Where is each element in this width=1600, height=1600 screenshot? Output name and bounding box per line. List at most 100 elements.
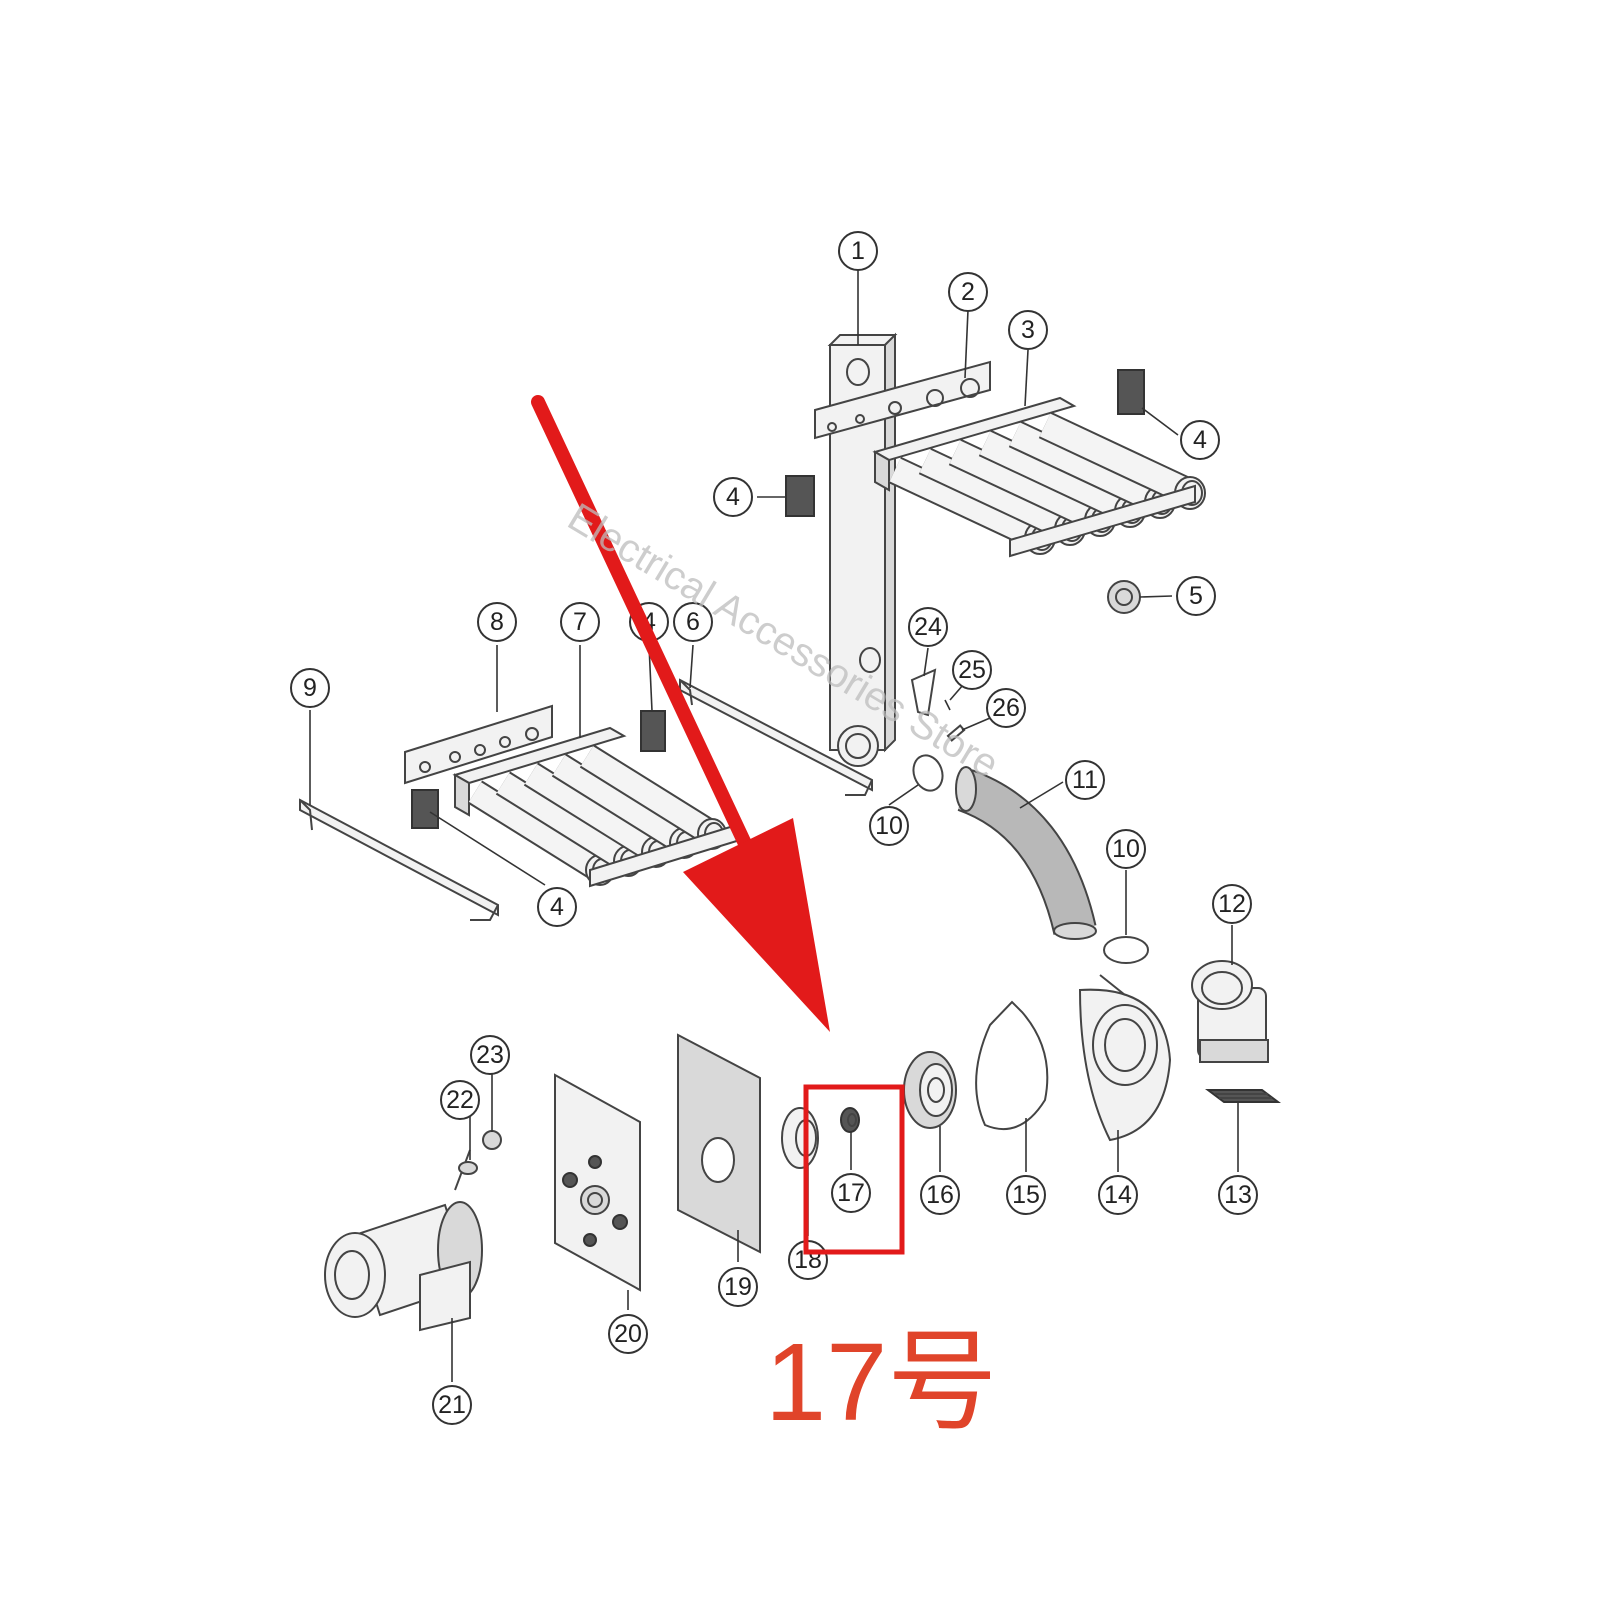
part-22-fitting [458, 1161, 478, 1175]
callout-4-upper-right: 4 [1180, 420, 1220, 460]
part-9-long-bracket [299, 798, 499, 921]
callout-26: 26 [986, 688, 1026, 728]
callout-19: 19 [718, 1267, 758, 1307]
svg-text:24: 24 [914, 613, 942, 641]
svg-text:6: 6 [686, 608, 700, 636]
burner-tube-fill [1039, 413, 1196, 505]
burner-tube-fill [468, 782, 607, 880]
svg-text:4: 4 [1193, 426, 1207, 454]
part-23-fitting [482, 1130, 502, 1150]
callout-1: 1 [838, 231, 878, 271]
burner-tube-fill [580, 746, 719, 844]
svg-text:10: 10 [875, 812, 903, 840]
callout-17: 17 [831, 1173, 871, 1213]
part-21-motor [324, 1149, 483, 1332]
svg-text:4: 4 [550, 893, 564, 921]
part-number-label: 17号 [765, 1321, 997, 1444]
callout-14: 14 [1098, 1175, 1138, 1215]
burner-tube-fill [949, 440, 1106, 532]
part-4-block-upper-left [785, 475, 815, 517]
svg-text:2: 2 [961, 278, 975, 306]
svg-text:3: 3 [1021, 316, 1035, 344]
callout-11: 11 [1065, 760, 1105, 800]
part-26-pin [946, 724, 966, 742]
svg-text:17: 17 [837, 1179, 865, 1207]
svg-text:11: 11 [1072, 766, 1098, 794]
svg-text:16: 16 [926, 1181, 954, 1209]
callout-8: 8 [477, 602, 517, 642]
burner-tube-fill [979, 431, 1136, 523]
burner-tube-fill [889, 458, 1046, 550]
part-10-ring-lower [1103, 936, 1149, 964]
part-4-block-lower [411, 789, 439, 829]
callout-16: 16 [920, 1175, 960, 1215]
part-18-flange [781, 1107, 819, 1169]
burner-tube-fill [496, 773, 635, 871]
svg-text:23: 23 [476, 1041, 504, 1069]
part-2-upper-bracket-bar [814, 360, 991, 440]
burner-tube-fill [524, 764, 663, 862]
svg-text:15: 15 [1012, 1181, 1040, 1209]
svg-text:8: 8 [490, 608, 504, 636]
svg-text:12: 12 [1218, 890, 1246, 918]
svg-text:21: 21 [438, 1391, 466, 1419]
burner-tube-fill [919, 449, 1076, 541]
part-17-nut [840, 1107, 860, 1133]
callout-13: 13 [1218, 1175, 1258, 1215]
part-4-block-middle [640, 710, 666, 752]
part-10-ring-upper [912, 754, 944, 792]
svg-text:14: 14 [1104, 1181, 1132, 1209]
callout-3: 3 [1008, 310, 1048, 350]
callout-20: 20 [608, 1314, 648, 1354]
part-14-blower-housing [1078, 974, 1172, 1142]
svg-text:1: 1 [851, 237, 865, 265]
leader-lines [309, 270, 1239, 1382]
part-25-spring [944, 699, 951, 711]
svg-text:10: 10 [1112, 835, 1140, 863]
callout-10-lower: 10 [1106, 829, 1146, 869]
svg-text:26: 26 [992, 694, 1020, 722]
callout-6: 6 [673, 602, 713, 642]
callout-21: 21 [432, 1385, 472, 1425]
svg-text:20: 20 [614, 1320, 642, 1348]
part-20-back-plate [554, 1073, 641, 1292]
part-4-block-upper-right [1117, 369, 1145, 415]
callout-10-upper: 10 [869, 806, 909, 846]
part-6-long-bracket [679, 678, 873, 796]
svg-text:9: 9 [303, 674, 317, 702]
red-pointer-arrow [531, 395, 830, 1032]
part-8-lower-bracket-bar [404, 704, 553, 785]
burner-tube-fill [552, 755, 691, 853]
part-11-bent-pipe [955, 766, 1097, 940]
svg-text:4: 4 [726, 483, 740, 511]
part-24-clip [910, 668, 937, 717]
burner-tube-fill [1009, 422, 1166, 514]
callout-22: 22 [440, 1080, 480, 1120]
part-15-gasket [975, 1000, 1049, 1130]
part-5-cap [1107, 580, 1141, 614]
callout-25: 25 [952, 650, 992, 690]
svg-text:25: 25 [958, 656, 986, 684]
part-13-grille [1205, 1089, 1281, 1103]
callout-2: 2 [948, 272, 988, 312]
part-19-mounting-plate [677, 1033, 761, 1254]
callout-4-upper-left: 4 [713, 477, 753, 517]
part-12-elbow-housing [1191, 960, 1269, 1063]
callout-5: 5 [1176, 576, 1216, 616]
callout-15: 15 [1006, 1175, 1046, 1215]
part-7-lower-burner-tubes [452, 726, 741, 888]
callout-7: 7 [560, 602, 600, 642]
svg-text:5: 5 [1189, 582, 1203, 610]
callout-12: 12 [1212, 884, 1252, 924]
highlight-box-part-17 [803, 1084, 905, 1255]
svg-text:22: 22 [446, 1086, 474, 1114]
callout-4-lower: 4 [537, 887, 577, 927]
callout-9: 9 [290, 668, 330, 708]
part-16-impeller [903, 1051, 957, 1129]
svg-text:7: 7 [573, 608, 587, 636]
part-3-upper-burner-tubes [872, 396, 1206, 558]
callout-23: 23 [470, 1035, 510, 1075]
callout-24: 24 [908, 607, 948, 647]
svg-text:19: 19 [724, 1273, 752, 1301]
